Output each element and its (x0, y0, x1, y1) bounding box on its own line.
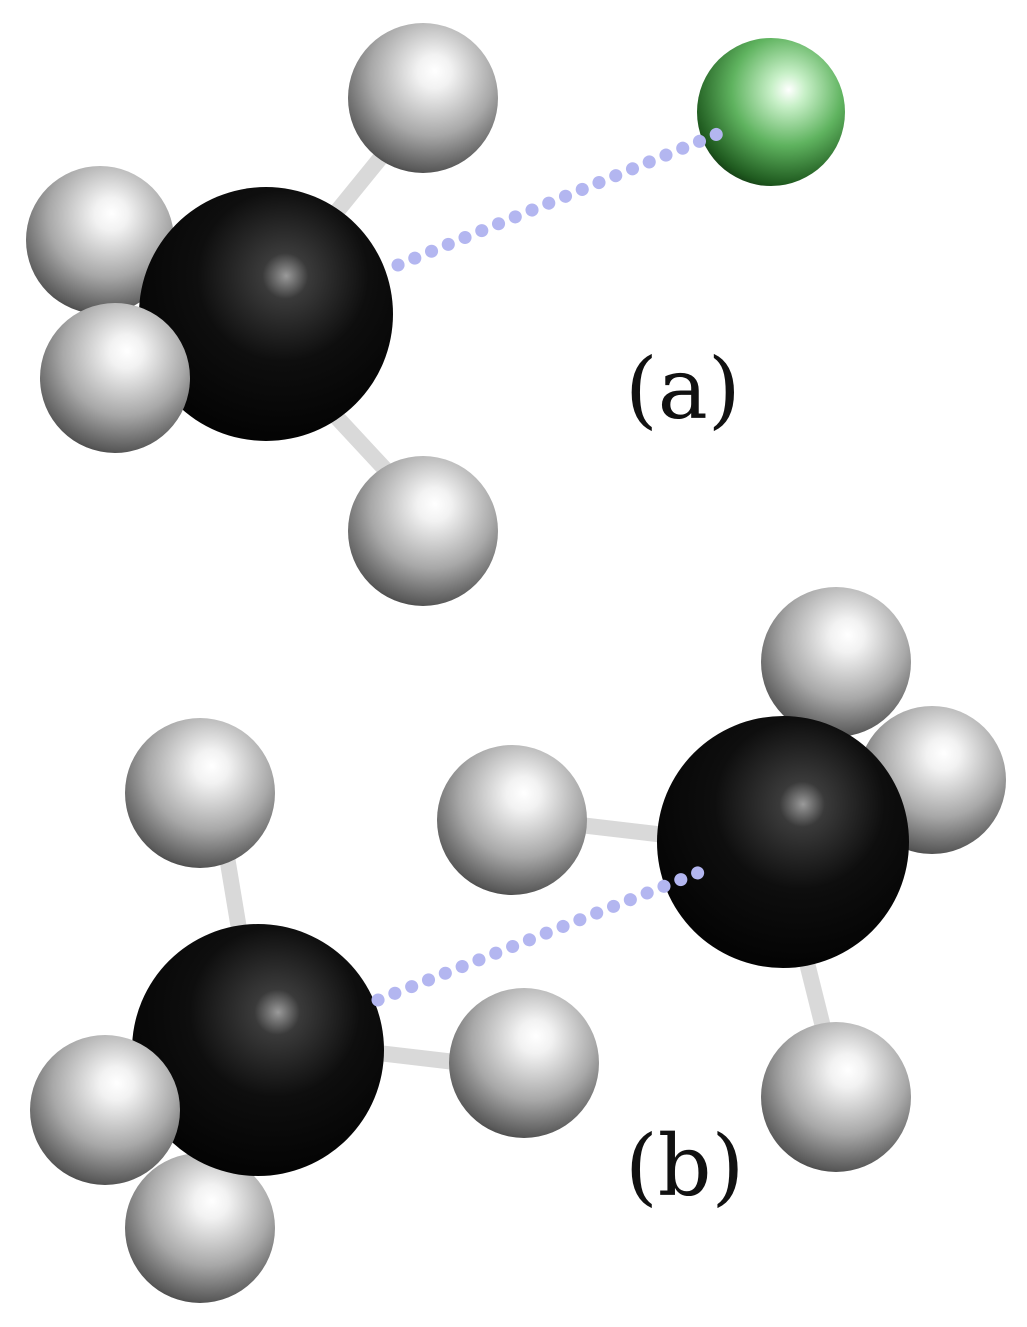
hydrogen-atom (348, 456, 498, 606)
hydrogen-atom (348, 23, 498, 173)
hydrogen-atom (761, 1022, 911, 1172)
chlorine-atom (697, 38, 845, 186)
interaction-line (391, 121, 739, 272)
panel-a: (a) (26, 23, 845, 606)
interaction-line (371, 863, 712, 1007)
panel-label-b: (b) (625, 1117, 744, 1215)
hydrogen-atom (125, 1153, 275, 1303)
bond (579, 817, 666, 843)
hydrogen-atom (26, 166, 174, 314)
bond (797, 953, 833, 1037)
hydrogen-atom (449, 988, 599, 1138)
hydrogen-atom (40, 303, 190, 453)
carbon-atom (132, 924, 384, 1176)
hydrogen-atom (437, 745, 587, 895)
hydrogen-atom (125, 718, 275, 868)
panel-label-a: (a) (625, 340, 741, 438)
hydrogen-atom (761, 587, 911, 737)
hydrogen-atom (30, 1035, 180, 1185)
carbon-atom (657, 716, 909, 968)
panel-b: (b) (30, 587, 1006, 1303)
carbon-atom (139, 187, 393, 441)
bond (369, 1044, 456, 1070)
